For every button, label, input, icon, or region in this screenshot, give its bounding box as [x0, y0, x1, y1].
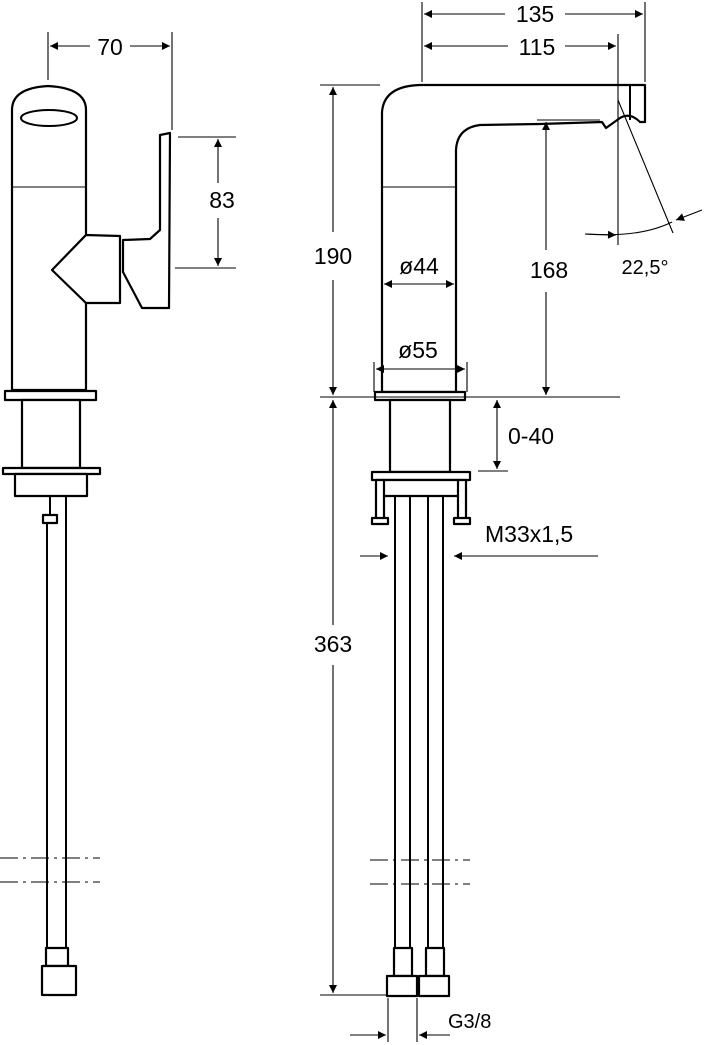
dim-connection: G3/8: [448, 1011, 491, 1033]
spout-body: [380, 83, 647, 394]
dim-height-190: 190: [314, 243, 352, 269]
dim-width-70: 70: [97, 34, 123, 60]
dim-reach-115: 115: [519, 34, 556, 60]
cartridge-housing: [50, 233, 122, 305]
dim-handle-83: 83: [209, 187, 235, 213]
dim-angle: 22,5°: [622, 257, 669, 279]
dim-thread: M33x1,5: [485, 521, 573, 547]
dim-reach-135: 135: [516, 1, 554, 27]
side-view: 70 83: [0, 32, 236, 997]
hose-connector: [40, 964, 78, 997]
base-plate: [3, 389, 98, 402]
dim-diameter-55: ø55: [398, 337, 438, 363]
hose-connector: [417, 974, 451, 998]
hose-connector: [385, 974, 419, 998]
base-plate: [373, 390, 467, 402]
front-view: 135 115 22,5° 190 168 ø44 ø55 0-40: [314, 1, 703, 1042]
mounting-nut: [13, 472, 89, 498]
dim-diameter-44: ø44: [399, 253, 439, 279]
lever-handle: [121, 131, 172, 310]
dim-outlet-168: 168: [530, 257, 568, 283]
faucet-body: [10, 84, 88, 392]
dim-hose-363: 363: [314, 631, 352, 657]
top-cap: [20, 109, 78, 127]
dim-deck-0-40: 0-40: [508, 423, 554, 449]
